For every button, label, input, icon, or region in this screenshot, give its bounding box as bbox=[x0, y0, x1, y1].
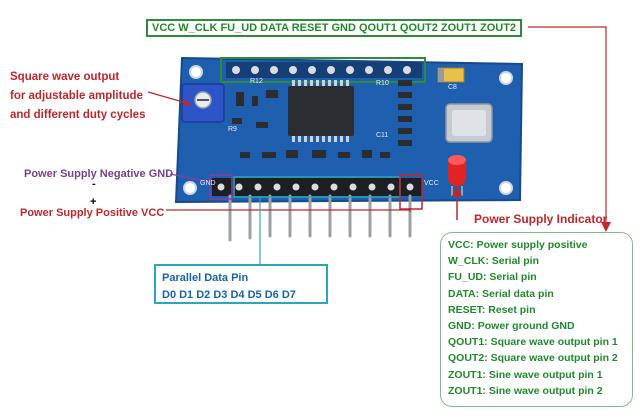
legend-item: DATA: Serial data pin bbox=[448, 287, 554, 300]
pin-legend: VCC: Power supply positive W_CLK: Serial… bbox=[440, 232, 633, 407]
indicator-label: Power Supply Indicator bbox=[474, 212, 608, 226]
legend-item: QOUT2: Square wave output pin 2 bbox=[448, 352, 618, 365]
resistor-column bbox=[398, 80, 412, 146]
legend-item: ZOUT1: Sine wave output pin 2 bbox=[448, 384, 603, 397]
smd-components-bottom bbox=[240, 150, 390, 158]
bottom-header bbox=[212, 178, 422, 196]
legend-item: GND: Power ground GND bbox=[448, 320, 575, 333]
minus-mark: - bbox=[92, 178, 96, 190]
potentiometer bbox=[181, 83, 225, 123]
neg-supply-label: Power Supply Negative GND bbox=[24, 168, 174, 180]
bottom-pins bbox=[228, 194, 412, 242]
parallel-data-pins: D0 D1 D2 D3 D4 D5 D6 D7 bbox=[162, 289, 296, 301]
top-pins-label: VCC W_CLK FU_UD DATA RESET GND QOUT1 QOU… bbox=[146, 19, 523, 37]
silk-r9: R9 bbox=[228, 126, 237, 133]
parallel-data-box: Parallel Data Pin D0 D1 D2 D3 D4 D5 D6 D… bbox=[154, 264, 328, 304]
annotation-lines bbox=[147, 26, 611, 264]
dds-chip bbox=[288, 80, 354, 142]
gnd-pin-highlight bbox=[209, 174, 233, 200]
crystal-oscillator bbox=[445, 103, 493, 143]
square-wave-line-3: and different duty cycles bbox=[10, 109, 146, 121]
legend-item: VCC: Power supply positive bbox=[448, 239, 588, 251]
mount-hole-tl bbox=[189, 65, 203, 79]
silk-gnd: GND bbox=[200, 180, 216, 187]
legend-item: W_CLK: Serial pin bbox=[448, 255, 540, 268]
smd-components-left bbox=[232, 90, 278, 128]
silk-r12: R12 bbox=[250, 78, 263, 85]
capacitor-c8 bbox=[437, 67, 465, 83]
mount-hole-tr bbox=[499, 71, 513, 85]
legend-item: QOUT1: Square wave output pin 1 bbox=[448, 336, 618, 349]
square-wave-label: Square wave output for adjustable amplit… bbox=[10, 68, 145, 125]
parallel-data-title: Parallel Data Pin bbox=[162, 272, 249, 284]
silk-c8: C8 bbox=[448, 84, 457, 91]
legend-item: FU_UD: Serial pin bbox=[448, 271, 537, 284]
vcc-pin-highlight bbox=[399, 174, 423, 210]
plus-mark: + bbox=[90, 196, 97, 208]
silk-vcc: VCC bbox=[424, 180, 439, 187]
square-wave-line-1: Square wave output bbox=[10, 71, 120, 83]
top-header-pads bbox=[226, 62, 422, 78]
pos-supply-label: Power Supply Positive VCC bbox=[20, 207, 165, 219]
legend-item: ZOUT1: Sine wave output pin 1 bbox=[448, 368, 603, 381]
square-wave-line-2: for adjustable amplitude bbox=[10, 90, 143, 102]
silk-c11: C11 bbox=[376, 132, 389, 139]
mount-hole-br bbox=[499, 181, 513, 195]
silk-r10: R10 bbox=[376, 80, 389, 87]
mount-hole-bl bbox=[183, 181, 197, 195]
power-led bbox=[448, 155, 466, 196]
legend-item: RESET: Reset pin bbox=[448, 303, 536, 316]
